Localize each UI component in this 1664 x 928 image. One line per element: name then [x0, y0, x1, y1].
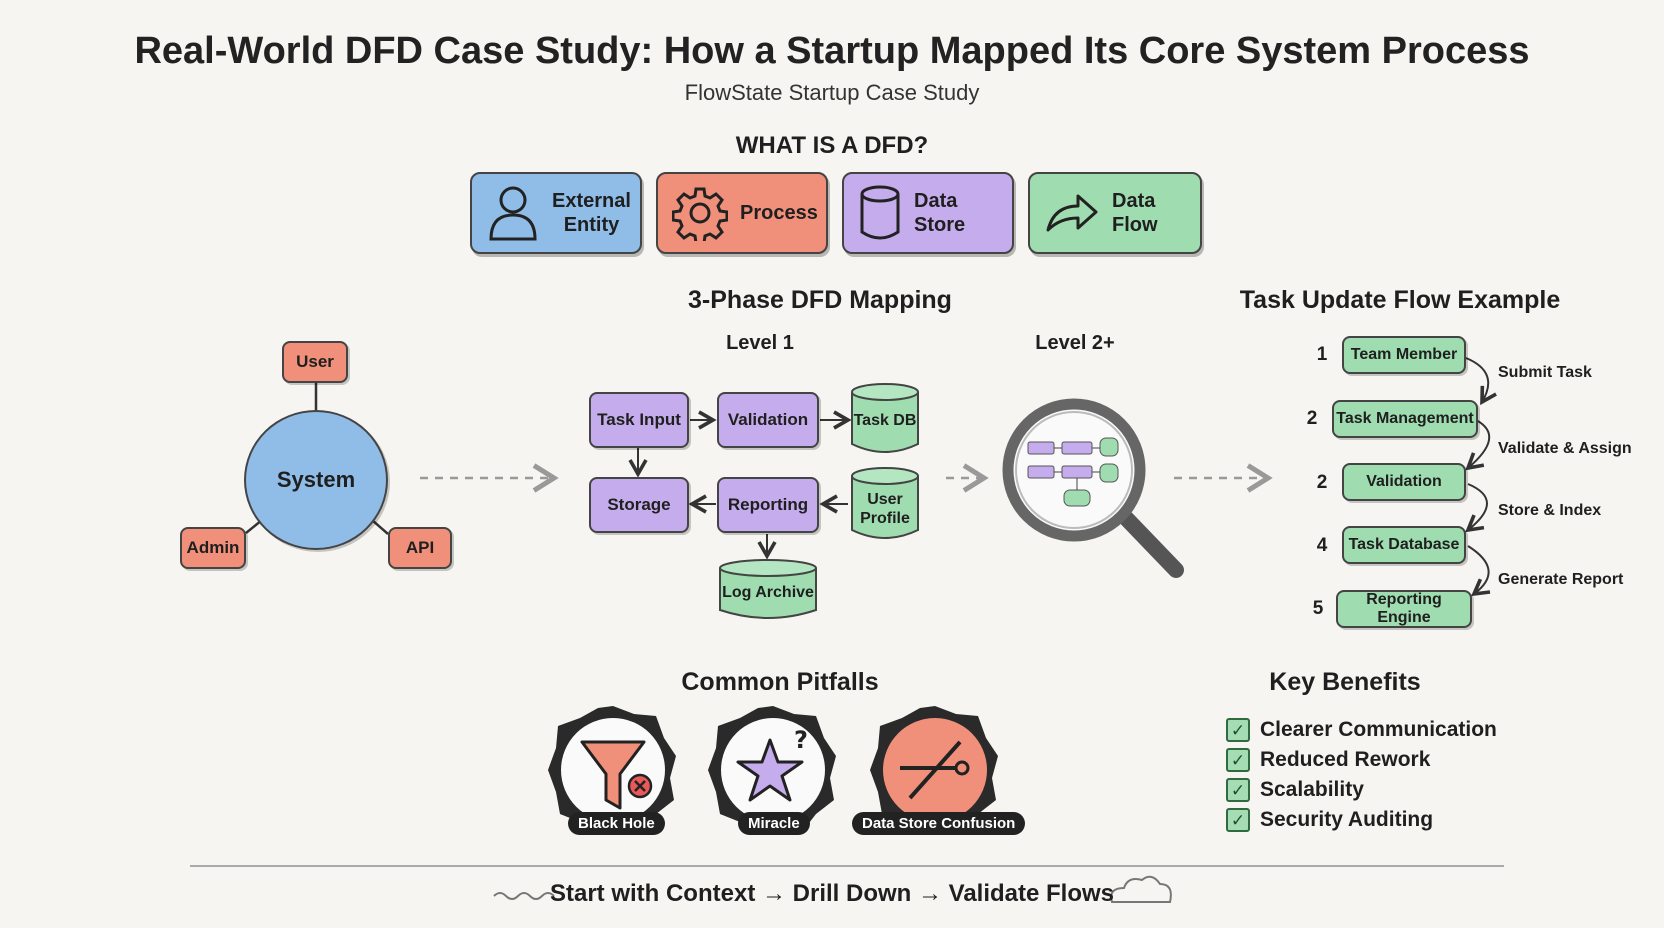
mapping-heading: 3-Phase DFD Mapping — [688, 286, 952, 314]
l1-log-archive: Log Archive — [718, 558, 818, 622]
legend-entity-line2: Entity — [563, 214, 620, 236]
api-link — [371, 519, 389, 535]
magnifier-icon — [1002, 398, 1184, 578]
benefit-label: Reduced Rework — [1260, 748, 1431, 771]
svg-text:?: ? — [794, 726, 808, 754]
pitfall-store-confusion-badge — [870, 706, 998, 834]
cloud-icon — [1110, 875, 1172, 903]
what-is-heading: WHAT IS A DFD? — [735, 132, 929, 159]
page-title: Real-World DFD Case Study: How a Startup… — [134, 30, 1530, 72]
l1-storage: Storage — [589, 477, 689, 533]
pitfall-black-hole-label: Black Hole — [568, 812, 665, 835]
pitfall-black-hole-badge — [548, 706, 676, 834]
context-system: System — [244, 410, 388, 550]
page-subtitle: FlowState Startup Case Study — [684, 80, 980, 105]
checkbox-icon: ✓ — [1226, 748, 1250, 772]
legend-entity-line1: External — [552, 190, 631, 212]
legend-data-store: Data Store — [842, 172, 1014, 254]
l1-reporting: Reporting — [717, 477, 819, 533]
l1-user-profile-line1: User — [867, 491, 903, 508]
step-num-5: 5 — [1312, 598, 1324, 619]
flow-validate-assign: Validate & Assign — [1498, 440, 1632, 457]
l1-task-db-label: Task DB — [853, 412, 917, 429]
step-num-3: 2 — [1316, 472, 1328, 493]
flow-store-index: Store & Index — [1498, 502, 1602, 519]
level2-heading: Level 2+ — [1035, 332, 1115, 354]
arrow-icon — [1046, 194, 1098, 232]
benefit-label: Clearer Communication — [1260, 718, 1497, 741]
benefit-item: ✓ Scalability — [1226, 778, 1364, 802]
benefits-heading: Key Benefits — [1269, 668, 1421, 696]
step-task-management: Task Management — [1332, 400, 1478, 438]
pitfall-miracle-label: Miracle — [738, 812, 810, 835]
legend-process: Process — [656, 172, 828, 254]
legend-flow-label: Data Flow — [1112, 190, 1158, 236]
l1-user-profile-line2: Profile — [860, 510, 910, 527]
l1-task-db: Task DB — [850, 382, 920, 456]
flow-curve-4 — [1467, 545, 1491, 597]
l1-user-profile: User Profile — [850, 466, 920, 542]
benefit-label: Security Auditing — [1260, 808, 1434, 831]
step-num-4: 4 — [1316, 535, 1328, 556]
star-icon — [736, 738, 804, 802]
flow-submit-task: Submit Task — [1498, 364, 1592, 381]
l1-task-input: Task Input — [589, 392, 689, 448]
legend-store-label: Data Store — [914, 190, 966, 236]
l1-log-archive-label: Log Archive — [722, 584, 814, 601]
pitfalls-heading: Common Pitfalls — [681, 668, 879, 696]
checkbox-icon: ✓ — [1226, 778, 1250, 802]
funnel-icon — [580, 740, 646, 810]
context-api: API — [388, 527, 452, 569]
legend-process-label: Process — [740, 202, 818, 224]
footer-tagline: Start with Context → Drill Down → Valida… — [549, 880, 1115, 907]
legend-data-flow: Data Flow — [1028, 172, 1202, 254]
checkbox-icon: ✓ — [1226, 808, 1250, 832]
cylinder-icon — [860, 185, 900, 240]
flow-curve-3 — [1465, 483, 1488, 533]
step-num-2: 2 — [1306, 408, 1318, 429]
squiggle-icon — [493, 892, 555, 900]
task-flow-heading: Task Update Flow Example — [1239, 286, 1561, 314]
context-user: User — [282, 341, 348, 383]
step-team-member: Team Member — [1342, 336, 1466, 374]
flow-generate-report: Generate Report — [1498, 571, 1624, 588]
l1-validation: Validation — [717, 392, 819, 448]
benefit-item: ✓ Clearer Communication — [1226, 718, 1497, 742]
pitfall-store-confusion-label: Data Store Confusion — [852, 812, 1026, 835]
benefit-item: ✓ Security Auditing — [1226, 808, 1433, 832]
step-num-1: 1 — [1316, 344, 1328, 365]
benefit-label: Scalability — [1260, 778, 1364, 801]
pitfall-miracle-badge: ? — [708, 706, 836, 834]
level1-heading: Level 1 — [726, 332, 794, 354]
checkbox-icon: ✓ — [1226, 718, 1250, 742]
step-task-database: Task Database — [1342, 526, 1466, 564]
flow-curve-1 — [1465, 357, 1497, 406]
context-admin: Admin — [180, 527, 246, 569]
flow-curve-2 — [1465, 419, 1491, 471]
step-validation: Validation — [1342, 463, 1466, 501]
person-icon — [489, 186, 537, 241]
benefit-item: ✓ Reduced Rework — [1226, 748, 1430, 772]
step-reporting-engine: Reporting Engine — [1336, 590, 1472, 628]
gear-icon — [672, 187, 728, 241]
